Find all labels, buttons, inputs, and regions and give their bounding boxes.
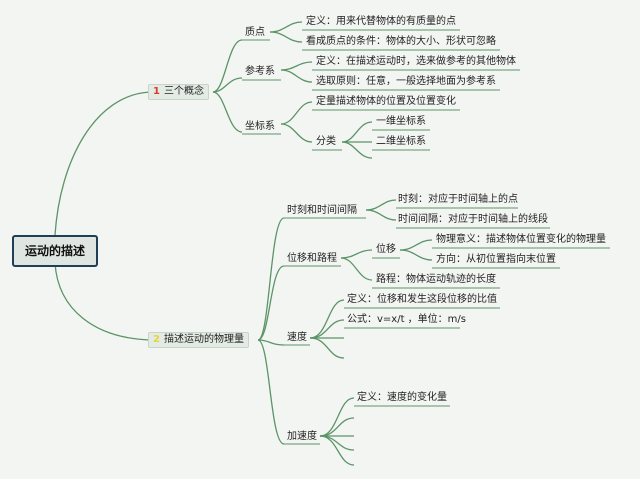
displacement-subtopic[interactable]: 位移	[376, 244, 396, 255]
coordinate-classification[interactable]: 分类	[316, 136, 336, 147]
connector-root-quantities	[54, 262, 151, 341]
acceleration-definition: 定义：速度的变化量	[357, 392, 447, 403]
topic-time[interactable]: 时刻和时间间隔	[287, 205, 357, 216]
reference-principle: 选取原则：任意，一般选择地面为参考系	[316, 76, 496, 87]
topic-velocity[interactable]: 速度	[287, 332, 307, 343]
branch-number-badge: 1	[153, 86, 160, 97]
path-length: 路程：物体运动轨迹的长度	[376, 274, 496, 285]
root-topic[interactable]: 运动的描述	[12, 235, 98, 267]
connector-concepts-reference	[212, 77, 243, 93]
topic-mass-point[interactable]: 质点	[245, 27, 265, 38]
topic-displacement[interactable]: 位移和路程	[287, 253, 337, 264]
topic-reference-frame[interactable]: 参考系	[245, 66, 275, 77]
coordinate-1d: 一维坐标系	[376, 116, 426, 127]
velocity-formula: 公式：v=x/t ，单位：m/s	[347, 314, 467, 325]
coordinate-definition: 定量描述物体的位置及位置变化	[316, 96, 456, 107]
time-interval: 时间间隔：对应于时间轴上的线段	[398, 214, 548, 225]
mass-point-condition: 看成质点的条件：物体的大小、形状可忽略	[306, 36, 496, 47]
time-moment: 时刻：对应于时间轴上的点	[398, 194, 518, 205]
displacement-direction: 方向：从初位置指向末位置	[436, 254, 556, 265]
connector-concepts-coordinates	[212, 91, 243, 133]
mass-point-definition: 定义：用来代替物体的有质量的点	[306, 16, 456, 27]
coordinate-2d: 二维坐标系	[376, 136, 426, 147]
branch-number-badge: 2	[153, 334, 160, 345]
velocity-definition: 定义：位移和发生这段位移的比值	[347, 294, 497, 305]
displacement-meaning: 物理意义：描述物体位置变化的物理量	[436, 234, 606, 245]
connector-root-concepts	[54, 91, 151, 236]
topic-acceleration[interactable]: 加速度	[287, 431, 317, 442]
reference-definition: 定义：在描述运动时，选来做参考的其他物体	[316, 56, 516, 67]
topic-coordinate-system[interactable]: 坐标系	[245, 121, 275, 132]
connector-concepts-masspoint	[212, 39, 243, 93]
branch-quantities-label: 描述运动的物理量	[163, 334, 244, 345]
branch-concepts-label: 三个概念	[163, 86, 204, 97]
